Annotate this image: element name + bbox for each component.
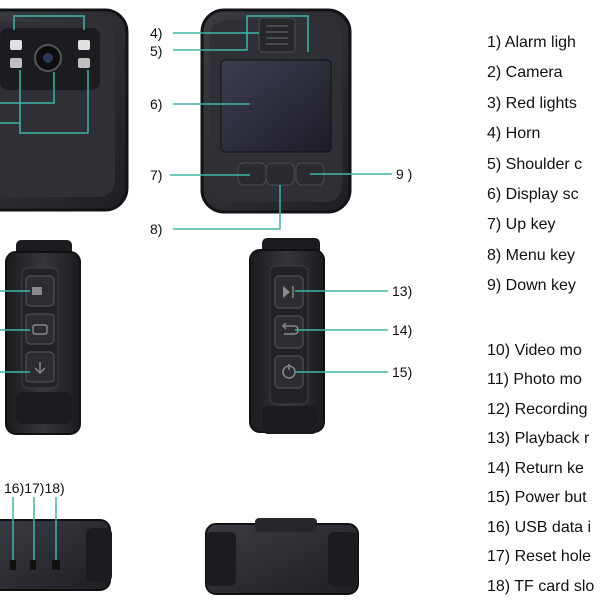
legend-item-1: 1) Alarm ligh [487,34,576,51]
legend-item-8: 8) Menu key [487,246,576,264]
callout-5: 5) [150,43,163,59]
legend-item-9: 9) Down key [487,277,576,295]
callout-16-18: 16)17)18) [4,480,65,496]
callout-9: 9 ) [396,166,413,182]
bottom-view [205,518,359,595]
legend-item-15: 15) Power but [487,489,587,507]
left-side-view [0,240,81,435]
legend-item-17: 17) Reset hole [487,548,592,566]
legend-item-13: 13) Playback r [487,430,590,448]
menu-key [265,162,295,186]
legend-item-14: 14) Return ke [487,459,584,477]
callout-8: 8) [150,221,163,237]
back-view [170,8,392,230]
bottom-left-view [0,497,112,591]
front-view [0,8,129,212]
legend-item-7: 7) Up key [487,216,556,234]
legend-item-4: 4) Horn [487,125,541,143]
return-button [274,315,304,349]
horn-grille [258,17,296,53]
callout-15: 15) [392,364,413,380]
legend-item-10: 10) Video mo [487,341,582,359]
up-key [237,162,267,186]
legend-item-12: 12) Recording [487,400,588,418]
callout-7: 7) [150,167,163,183]
callout-14: 14) [392,322,413,338]
legend-item-3: 3) Red lights [487,94,577,112]
callout-13: 13) [392,283,413,299]
right-side-view [249,238,388,434]
legend: 1) Alarm ligh 2) Camera 3) Red lights 4)… [487,28,600,601]
legend-item-6: 6) Display sc [487,185,579,203]
legend-item-5: 5) Shoulder c [487,155,583,173]
callout-4: 4) [150,25,163,41]
legend-item-11: 11) Photo mo [487,371,582,389]
callout-6: 6) [150,96,163,112]
legend-item-2: 2) Camera [487,64,563,82]
alarm-light-icon [10,40,22,50]
display-screen [220,59,332,153]
legend-item-18: 18) TF card slo [487,577,595,595]
legend-item-16: 16) USB data i [487,518,592,536]
